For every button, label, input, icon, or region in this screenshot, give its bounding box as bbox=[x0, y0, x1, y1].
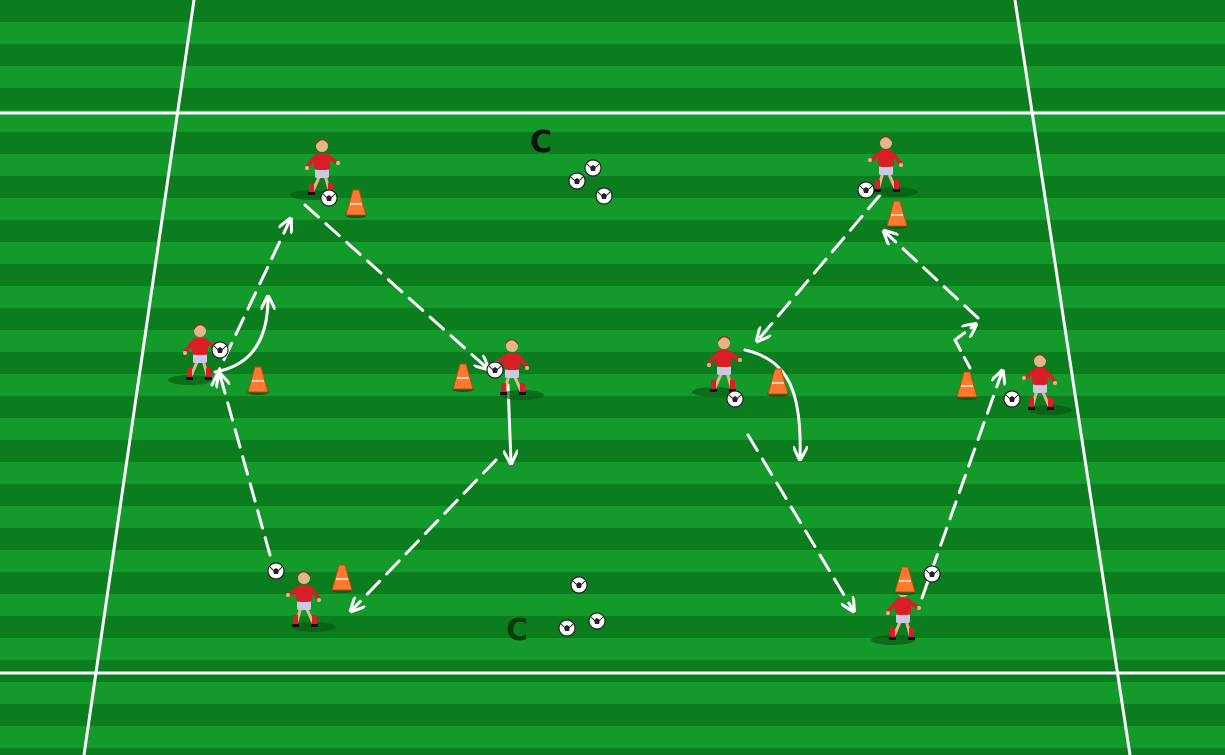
arrow-top-to-right bbox=[303, 203, 487, 368]
arrow-left-to-bottom bbox=[746, 433, 853, 610]
grass-stripe bbox=[0, 638, 1225, 660]
player-icon bbox=[290, 138, 340, 200]
grass-stripe bbox=[0, 506, 1225, 528]
ball-icon bbox=[486, 361, 504, 379]
curved-arrow-left bbox=[213, 298, 268, 374]
grass-stripe bbox=[0, 132, 1225, 154]
ball-icon bbox=[1003, 390, 1021, 408]
left-sideline bbox=[82, 0, 196, 755]
ball-icon bbox=[570, 576, 588, 594]
ball-icon bbox=[923, 565, 941, 583]
grass-stripe bbox=[0, 352, 1225, 374]
grass-stripe bbox=[0, 110, 1225, 132]
ball-icon bbox=[320, 189, 338, 207]
grass-stripe bbox=[0, 616, 1225, 638]
arrow-bottom-to-right bbox=[920, 372, 1002, 600]
ball-icon bbox=[267, 562, 285, 580]
grass-stripe bbox=[0, 726, 1225, 748]
grass-stripe bbox=[0, 484, 1225, 506]
grass-stripe bbox=[0, 594, 1225, 616]
grass-stripe bbox=[0, 682, 1225, 704]
ball-icon bbox=[568, 172, 586, 190]
grass-stripe bbox=[0, 0, 1225, 22]
ball-icon bbox=[726, 390, 744, 408]
coach-label-top: C bbox=[530, 125, 552, 160]
grass-stripe bbox=[0, 704, 1225, 726]
coach-label-bottom: C bbox=[506, 613, 528, 648]
grass-stripe bbox=[0, 22, 1225, 44]
grass-stripe bbox=[0, 220, 1225, 242]
player-icon bbox=[494, 338, 544, 400]
cone-icon bbox=[894, 566, 916, 595]
grass-stripe bbox=[0, 374, 1225, 396]
drill-items bbox=[168, 135, 1072, 645]
arrow-right-to-top bbox=[885, 232, 980, 320]
player-icon bbox=[1022, 353, 1072, 415]
grass-stripe bbox=[0, 660, 1225, 682]
grass-stripe bbox=[0, 88, 1225, 110]
grass-stripe bbox=[0, 418, 1225, 440]
grass-stripe bbox=[0, 66, 1225, 88]
arrow-right-to-bottom bbox=[352, 458, 498, 610]
grass-stripe bbox=[0, 528, 1225, 550]
grass-stripe bbox=[0, 154, 1225, 176]
run-paths bbox=[210, 193, 1002, 610]
ball-icon bbox=[588, 612, 606, 630]
grass-stripe bbox=[0, 748, 1225, 755]
cone-icon bbox=[452, 363, 474, 392]
cone-icon bbox=[886, 200, 908, 229]
grass-stripe bbox=[0, 286, 1225, 308]
grass-stripe bbox=[0, 264, 1225, 286]
grass-stripe bbox=[0, 308, 1225, 330]
grass-stripe bbox=[0, 198, 1225, 220]
arrow-bottom-to-left bbox=[220, 375, 272, 557]
cone-icon bbox=[767, 368, 789, 397]
cone-icon bbox=[331, 564, 353, 593]
cone-icon bbox=[247, 366, 269, 395]
right-sideline bbox=[1013, 0, 1132, 755]
grass-stripe bbox=[0, 330, 1225, 352]
ball-icon bbox=[595, 187, 613, 205]
player-icon bbox=[286, 570, 336, 632]
arrow-right-up bbox=[953, 325, 975, 342]
cone-icon bbox=[956, 371, 978, 400]
player-icon bbox=[692, 335, 742, 397]
cone-icon bbox=[345, 189, 367, 218]
grass-stripe bbox=[0, 572, 1225, 594]
ball-icon bbox=[857, 181, 875, 199]
grass-stripe bbox=[0, 242, 1225, 264]
grass-stripe bbox=[0, 550, 1225, 572]
player-icon bbox=[868, 135, 918, 197]
grass-stripe bbox=[0, 462, 1225, 484]
grass-stripe bbox=[0, 440, 1225, 462]
curved-arrow-right bbox=[743, 348, 800, 458]
arrow-right-up-short bbox=[953, 338, 972, 370]
ball-icon bbox=[584, 159, 602, 177]
grass-stripe bbox=[0, 44, 1225, 66]
ball-icon bbox=[558, 619, 576, 637]
arrow-left-up bbox=[210, 220, 290, 387]
arrow-top-to-left bbox=[758, 193, 882, 340]
grass-stripe bbox=[0, 396, 1225, 418]
player-icon bbox=[168, 323, 218, 385]
ball-icon bbox=[211, 341, 229, 359]
